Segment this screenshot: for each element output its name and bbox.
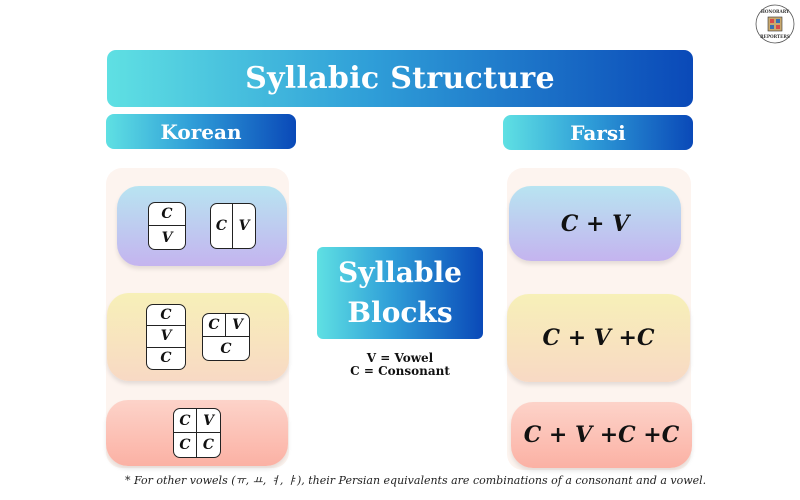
legend-consonant: C = Consonant	[350, 364, 450, 378]
block-cell: V	[238, 218, 250, 234]
farsi-pattern: C + V +C	[542, 325, 655, 351]
korean-block-vertical: C V	[148, 202, 186, 250]
syllable-blocks-box: Syllable Blocks	[317, 247, 483, 339]
svg-text:REPORTERS: REPORTERS	[760, 34, 790, 39]
korean-row-2: C V C C V C	[107, 293, 289, 381]
block-cell: C	[220, 340, 232, 357]
korean-block-stacked: C V C	[146, 304, 186, 370]
korean-row-3: C V C C	[106, 400, 288, 466]
korean-row-1: C V C V	[117, 186, 287, 266]
block-cell: V	[161, 229, 173, 246]
block-cell: C	[211, 204, 233, 248]
block-cell: C	[149, 203, 185, 226]
honorary-reporters-logo: HONORARY REPORTERS	[755, 4, 795, 44]
block-cell: C	[203, 314, 226, 337]
footnote: * For other vowels (ㅠ, ㅛ, ㅕ, ㅑ), their P…	[125, 474, 707, 487]
legend: V = Vowel C = Consonant	[330, 352, 470, 378]
block-cell: C	[174, 409, 197, 433]
block-cell: C	[160, 350, 172, 367]
block-cell: V	[197, 409, 220, 433]
block-cell: C	[202, 437, 215, 453]
korean-block-mixed: C V C	[202, 313, 250, 361]
legend-vowel: V = Vowel	[366, 351, 434, 365]
korean-header: Korean	[106, 114, 296, 149]
korean-block-quad: C V C C	[173, 408, 221, 458]
svg-text:HONORARY: HONORARY	[761, 9, 790, 14]
farsi-row-3: C + V +C +C	[511, 402, 692, 468]
farsi-row-1: C + V	[509, 186, 681, 261]
block-cell: C	[147, 305, 185, 327]
block-cell: V	[147, 326, 185, 348]
korean-block-horizontal: C V	[210, 203, 256, 249]
farsi-header: Farsi	[503, 115, 693, 150]
center-line-2: Blocks	[347, 296, 453, 329]
block-cell: C	[174, 433, 197, 457]
farsi-pattern: C + V +C +C	[523, 422, 680, 448]
center-line-1: Syllable	[338, 256, 462, 289]
page-title: Syllabic Structure	[107, 50, 693, 107]
farsi-row-2: C + V +C	[507, 294, 690, 382]
block-cell: V	[226, 314, 249, 337]
farsi-pattern: C + V	[560, 210, 630, 237]
